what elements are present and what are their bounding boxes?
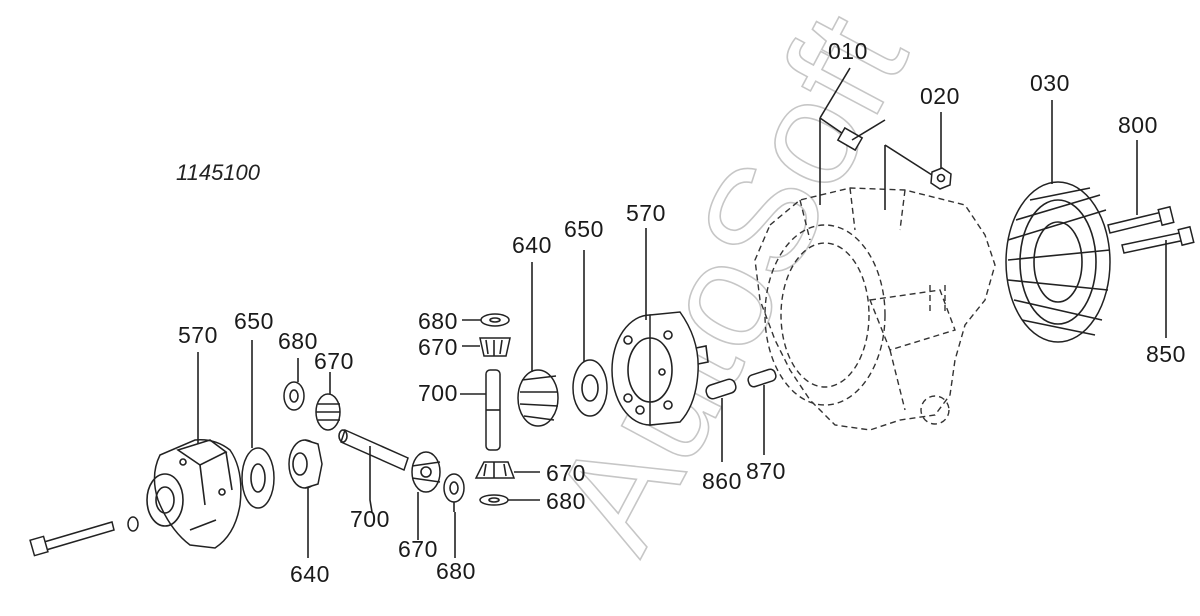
- ring-gear-030: [1005, 100, 1111, 343]
- callout-670-lower: 670: [398, 536, 438, 562]
- callout-570-right: 570: [626, 200, 666, 226]
- washer-680-bottom: [479, 494, 540, 506]
- pinion-670-left-upper: [315, 372, 341, 431]
- differential-housing: [754, 187, 996, 431]
- side-gear-640-right: [517, 262, 559, 427]
- bolt-850: [1121, 225, 1195, 338]
- callout-850: 850: [1146, 341, 1186, 367]
- case-bolt-left: [29, 516, 139, 557]
- pinion-670-bottom: [474, 461, 540, 479]
- drawing-id: 1145100: [176, 160, 261, 185]
- bolt-800: [1107, 140, 1175, 234]
- callout-700-center: 700: [418, 380, 458, 406]
- callout-680-top: 680: [418, 308, 458, 334]
- washer-680-lower: [443, 473, 465, 558]
- callout-700-left: 700: [350, 506, 390, 532]
- callout-650-right: 650: [564, 216, 604, 242]
- side-gear-640-left: [288, 439, 323, 558]
- callout-670-left-upper: 670: [314, 348, 354, 374]
- callout-680-lower: 680: [436, 558, 476, 584]
- pinion-shaft-700-left: [338, 428, 409, 513]
- callout-860: 860: [702, 468, 742, 494]
- callout-640-right: 640: [512, 232, 552, 258]
- callout-670-top: 670: [418, 334, 458, 360]
- washer-680-top: [462, 313, 510, 327]
- washer-680-left-upper: [283, 358, 305, 411]
- callout-680-bottom: 680: [546, 488, 586, 514]
- callout-030: 030: [1030, 70, 1070, 96]
- callout-680-left-upper: 680: [278, 328, 318, 354]
- bolt-010: [819, 67, 886, 205]
- nut-020: [884, 112, 952, 210]
- callout-870: 870: [746, 458, 786, 484]
- callout-650-left: 650: [234, 308, 274, 334]
- callout-020: 020: [920, 83, 960, 109]
- thrust-washer-650-left: [241, 340, 275, 509]
- pin-860: [705, 378, 737, 462]
- callout-570-left: 570: [178, 322, 218, 348]
- thrust-washer-650-right: [572, 250, 608, 417]
- pin-870: [747, 368, 777, 455]
- diff-case-570-right: [611, 228, 709, 426]
- callout-670-bottom: 670: [546, 460, 586, 486]
- callout-800: 800: [1118, 112, 1158, 138]
- pinion-shaft-700-center: [460, 369, 501, 451]
- pinion-670-lower: [411, 451, 441, 540]
- callout-640-left: 640: [290, 561, 330, 587]
- pinion-670-top: [462, 337, 511, 357]
- diff-case-570-left: [146, 352, 242, 549]
- callout-010: 010: [828, 38, 868, 64]
